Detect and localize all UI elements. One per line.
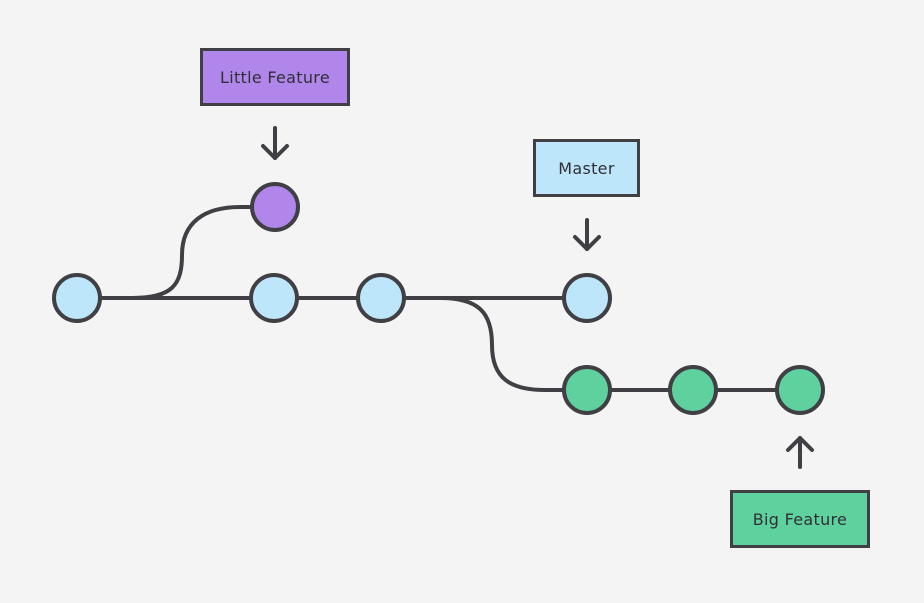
little-feature-arrow-icon	[261, 126, 289, 160]
big-feature-branch-line	[438, 296, 802, 392]
big-feature-commit-node	[562, 365, 612, 415]
little-feature-commit-node	[250, 182, 300, 232]
master-commit-node	[249, 273, 299, 323]
master-arrow-icon	[573, 218, 601, 251]
big-feature-label: Big Feature	[730, 490, 870, 548]
big-feature-arrow-icon	[786, 436, 814, 469]
master-label: Master	[533, 139, 640, 197]
master-commit-node	[52, 273, 102, 323]
big-feature-commit-node	[668, 365, 718, 415]
master-commit-node	[562, 273, 612, 323]
master-commit-node	[356, 273, 406, 323]
little-feature-branch-line	[130, 205, 277, 300]
little-feature-label: Little Feature	[200, 48, 350, 106]
big-feature-commit-node	[775, 365, 825, 415]
